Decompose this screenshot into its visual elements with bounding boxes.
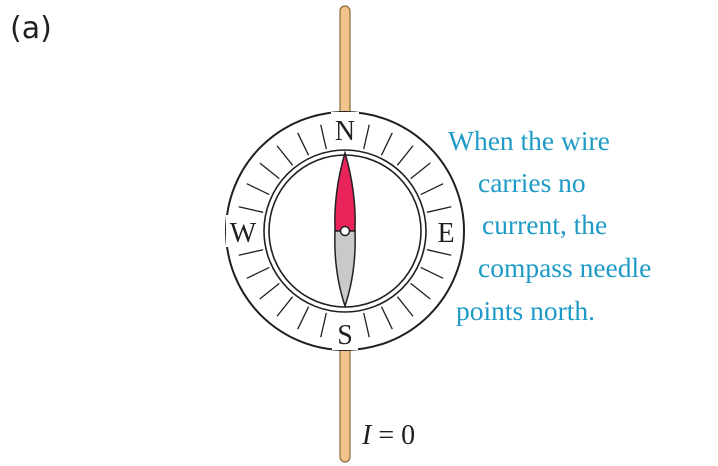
compass-tick xyxy=(246,183,270,196)
compass-tick xyxy=(276,145,294,166)
caption-line: carries no xyxy=(478,167,586,198)
compass-letter-west: W xyxy=(230,218,257,249)
compass-inner-ring-outer xyxy=(263,149,427,313)
panel-label: (a) xyxy=(10,11,52,46)
compass-tick xyxy=(276,296,294,317)
compass-tick xyxy=(297,132,310,156)
caption-line: current, the xyxy=(482,209,607,240)
compass-tick xyxy=(363,124,370,150)
compass-letter-east: E xyxy=(437,218,454,249)
compass-tick xyxy=(426,206,452,213)
needle-south-half xyxy=(334,230,356,309)
compass-tick xyxy=(420,183,444,196)
compass-tick xyxy=(246,266,270,279)
current-relation: = 0 xyxy=(371,420,415,451)
caption-line: When the wire xyxy=(448,125,610,156)
compass-tick-marks xyxy=(238,124,452,338)
current-variable: I xyxy=(361,420,373,451)
compass-letter-north: N xyxy=(335,116,355,147)
compass: N S W E xyxy=(225,111,465,351)
compass-tick xyxy=(410,282,431,300)
compass-tick xyxy=(259,162,280,180)
compass-tick xyxy=(363,312,370,338)
caption-line: points north. xyxy=(456,295,595,326)
compass-tick xyxy=(396,145,414,166)
caption-line: compass needle xyxy=(478,252,651,283)
compass-tick xyxy=(320,312,327,338)
compass-tick xyxy=(420,266,444,279)
compass-tick xyxy=(380,132,393,156)
current-label: I = 0 xyxy=(361,420,415,451)
compass-tick xyxy=(320,124,327,150)
compass-tick xyxy=(238,249,264,256)
compass-tick xyxy=(380,306,393,330)
compass-tick xyxy=(396,296,414,317)
compass-tick xyxy=(238,206,264,213)
compass-letter-south: S xyxy=(337,320,353,351)
compass-tick xyxy=(297,306,310,330)
compass-tick xyxy=(426,249,452,256)
compass-tick xyxy=(259,282,280,300)
compass-tick xyxy=(410,162,431,180)
caption: When the wire carries no current, the co… xyxy=(448,125,651,326)
needle-pivot xyxy=(339,225,351,237)
